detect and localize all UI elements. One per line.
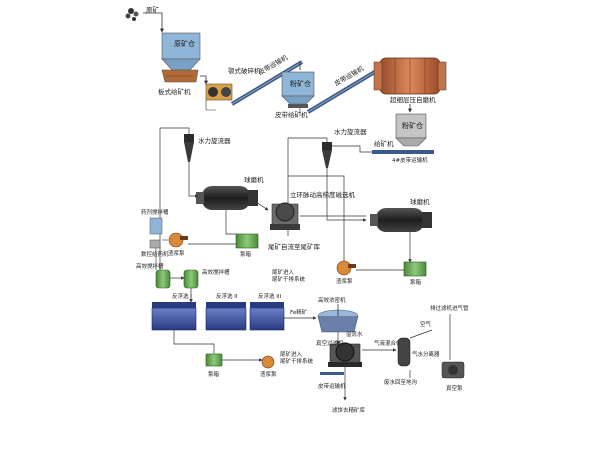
flotation-cell-2	[205, 302, 247, 331]
reagent-tank	[149, 217, 163, 235]
sump-1	[235, 233, 259, 249]
belt-conveyor-3	[320, 372, 344, 375]
raw-ore-label: 原矿	[146, 5, 160, 14]
sump-3	[205, 353, 223, 367]
belt-conveyor-3-label: 皮带运输机	[318, 382, 346, 390]
fe-conc-label: Fe精矿	[290, 308, 308, 316]
feeder-2-label: 给矿机	[374, 139, 394, 148]
tail-to-dry-label: 尾矿进入尾矿干排系统	[272, 268, 306, 283]
cnc-dosing-label: 数控给药机	[141, 250, 169, 258]
slurry-pump-2-label: 渣浆泵	[336, 277, 353, 285]
cnc-dosing-device	[149, 239, 161, 249]
slurry-pump-2	[336, 260, 356, 276]
mixer-1-label: 高效搅拌槽	[136, 262, 164, 270]
jaw-crusher	[205, 83, 233, 101]
high-efficiency-mixer-1	[155, 269, 171, 289]
vertical-ring-magnetic-separator	[270, 202, 300, 230]
flotation-2-label: 反浮选 II	[216, 292, 238, 300]
vacuum-filter	[328, 342, 362, 367]
discharge-label: 排过滤机进气管	[430, 304, 469, 312]
plate-feeder-label: 板式给矿机	[158, 87, 191, 96]
sump-2-label: 泵箱	[410, 278, 422, 286]
thickener-label: 高效浓密机	[318, 296, 346, 304]
sump-2	[403, 261, 427, 277]
mixer-2-label: 高效搅拌槽	[202, 268, 230, 276]
belt-conveyor-2-label: 皮带运输机	[333, 63, 366, 87]
tail-to-dry-2-label: 尾矿进入尾矿干排系统	[280, 350, 314, 365]
jaw-crusher-label: 颚式破碎机	[228, 66, 261, 75]
overflow-label: 溢流水	[346, 330, 363, 338]
belt-conveyor-4	[372, 150, 434, 154]
high-efficiency-thickener	[317, 304, 359, 333]
high-efficiency-mixer-2	[183, 269, 199, 289]
vacuum-pump-label: 真空泵	[446, 384, 463, 392]
filter-cake-label: 滤饼去精矿库	[332, 406, 366, 414]
fine-ore-bin-2	[395, 113, 427, 147]
waste-water-label: 废水回至地沟	[384, 378, 418, 386]
vacuum-pump	[441, 361, 465, 379]
sump-3-label: 泵箱	[208, 370, 220, 378]
fine-ore-bin	[281, 71, 315, 105]
tailings-label: 尾矿自流至尾矿库	[268, 242, 321, 251]
raw-ore-bin	[161, 32, 201, 71]
raw-bin-label: 原矿仓	[174, 39, 195, 48]
vacuum-filter-label: 真空过滤机	[316, 339, 344, 347]
slurry-pump-1	[168, 232, 188, 248]
plate-feeder	[161, 69, 199, 83]
hydrocyclone-2-label: 水力旋流器	[334, 127, 367, 136]
hydrocyclone-1-label: 水力旋流器	[198, 136, 231, 145]
slurry-pump-3	[261, 355, 275, 369]
air-label: 空气	[420, 320, 432, 328]
belt-feeder	[288, 104, 308, 108]
sump-1-label: 泵箱	[240, 250, 252, 258]
flotation-cell-3	[249, 302, 285, 331]
belt-conveyor-1	[230, 60, 304, 106]
flotation-3-label: 反浮选 III	[258, 292, 281, 300]
sag-mill	[373, 57, 447, 95]
flotation-1-label: 反浮选 I	[172, 292, 192, 300]
belt-feeder-label: 皮带给矿机	[275, 110, 308, 119]
ball-mill-2-label: 球磨机	[410, 197, 430, 206]
ball-mill-1	[196, 186, 258, 210]
water-separator	[397, 337, 411, 367]
fine-bin-label: 粉矿仓	[290, 79, 311, 88]
ball-mill-2	[370, 208, 432, 232]
hydrocyclone-2	[322, 142, 332, 168]
sag-mill-label: 超细层压自磨机	[390, 95, 436, 104]
fine-bin-2-label: 粉矿仓	[402, 121, 423, 130]
raw-ore-icon	[125, 8, 139, 21]
water-separator-label: 气水分离器	[412, 350, 440, 358]
gas-water-label: 气液混合体	[374, 339, 402, 347]
magsep-label: 立环脉动高梯度磁选机	[290, 190, 356, 199]
flotation-cell-1	[151, 302, 197, 331]
hydrocyclone-1	[184, 134, 194, 162]
belt-conveyor-4-label: 4#皮带运输机	[392, 156, 428, 164]
slurry-pump-3-label: 渣浆泵	[260, 370, 277, 378]
slurry-pump-1-label: 渣浆泵	[168, 249, 185, 257]
ball-mill-1-label: 球磨机	[244, 175, 264, 184]
reagent-tank-label: 药剂搅拌桶	[141, 208, 169, 216]
belt-conveyor-2	[306, 68, 380, 114]
